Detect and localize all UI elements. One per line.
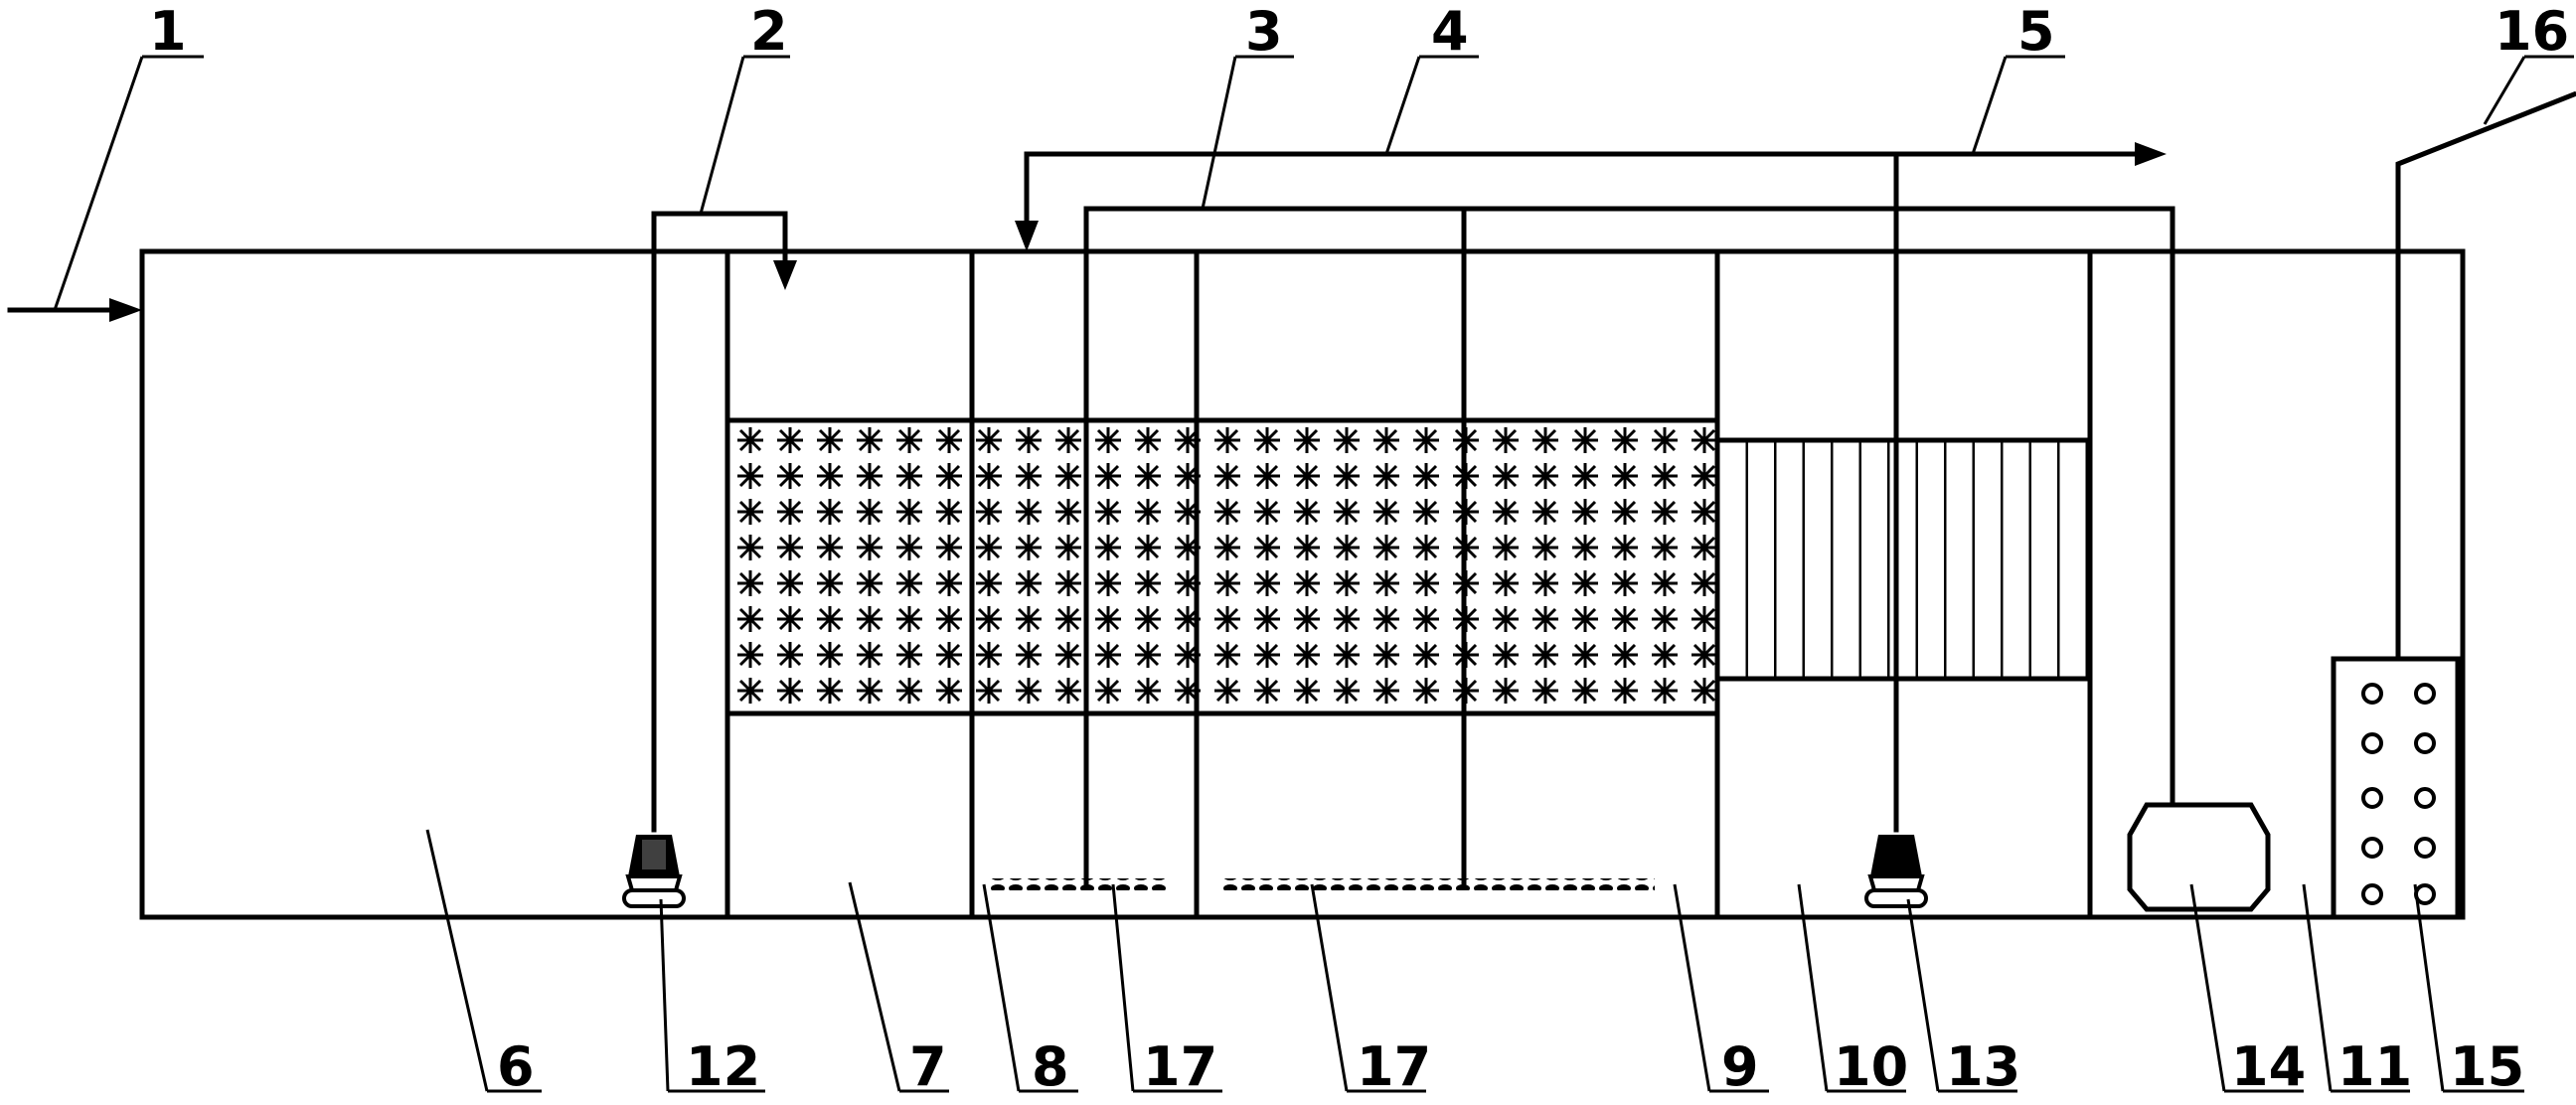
air-pipe-3 (1083, 206, 2175, 885)
label-14: 14 (2231, 1035, 2306, 1098)
lamella-block-10 (1714, 437, 2093, 682)
diffuser-box-15 (2331, 90, 2576, 920)
label-5: 5 (2017, 0, 2055, 63)
label-12: 12 (686, 1035, 760, 1098)
label-13: 13 (1946, 1035, 2020, 1098)
label-7: 7 (909, 1035, 947, 1098)
label-15: 15 (2450, 1035, 2524, 1098)
label-2: 2 (750, 0, 788, 63)
aerator-17b (1222, 878, 1655, 890)
label-1: 1 (149, 0, 187, 63)
leader-lines-top (53, 55, 2574, 311)
label-4: 4 (1431, 0, 1469, 63)
label-11: 11 (2337, 1035, 2412, 1098)
labels: 1 2 3 4 5 16 6 12 7 8 17 17 9 10 13 14 1… (149, 0, 2569, 1098)
label-17b: 17 (1357, 1035, 1431, 1098)
pump-13 (1864, 835, 1928, 908)
pump-12 (622, 835, 686, 908)
label-6: 6 (497, 1035, 535, 1098)
label-10: 10 (1834, 1035, 1908, 1098)
packing-block-7 (724, 417, 975, 716)
pipe-4-5 (1015, 142, 2167, 833)
label-17a: 17 (1143, 1035, 1217, 1098)
blower-14 (2127, 802, 2271, 912)
label-3: 3 (1245, 0, 1283, 63)
label-8: 8 (1032, 1035, 1069, 1098)
label-16: 16 (2495, 0, 2569, 63)
packing-block-9 (1194, 417, 1720, 716)
inlet-arrow (7, 298, 142, 322)
pipe-2 (651, 211, 797, 833)
label-9: 9 (1721, 1035, 1759, 1098)
leader-lines-bottom (425, 829, 2524, 1093)
aerator-17a (989, 878, 1168, 890)
tank-outline (139, 248, 2466, 920)
